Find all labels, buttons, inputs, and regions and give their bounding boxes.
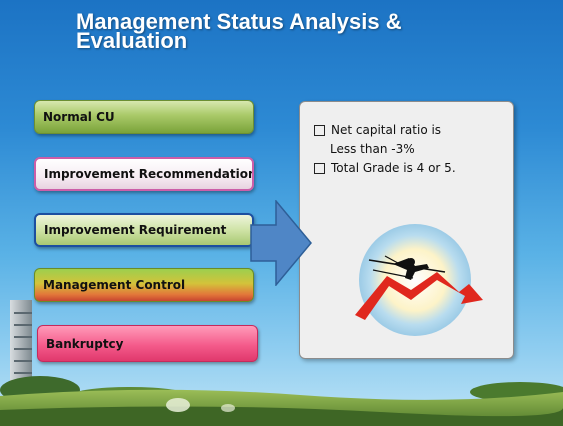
status-improvement-recommendation[interactable]: Improvement Recommendation: [34, 157, 254, 191]
criterion-text: Net capital ratio is: [331, 123, 442, 137]
checkbox-icon: [314, 163, 325, 174]
criterion-item: Net capital ratio is: [314, 121, 456, 140]
status-management-control[interactable]: Management Control: [34, 268, 254, 302]
right-arrow-icon: [250, 200, 312, 286]
criteria-list: Net capital ratio is Less than -3% Total…: [314, 121, 456, 178]
status-improvement-requirement[interactable]: Improvement Requirement: [34, 213, 254, 247]
status-normal-cu[interactable]: Normal CU: [34, 100, 254, 134]
status-bankruptcy[interactable]: Bankruptcy: [37, 325, 258, 362]
criterion-item: Total Grade is 4 or 5.: [314, 159, 456, 178]
skier-falling-arrow-icon: [355, 224, 483, 336]
criterion-text: Total Grade is 4 or 5.: [331, 161, 456, 175]
slide-title: Management Status Analysis & Evaluation: [76, 9, 402, 53]
criterion-continuation: Less than -3%: [330, 142, 415, 156]
checkbox-icon: [314, 125, 325, 136]
